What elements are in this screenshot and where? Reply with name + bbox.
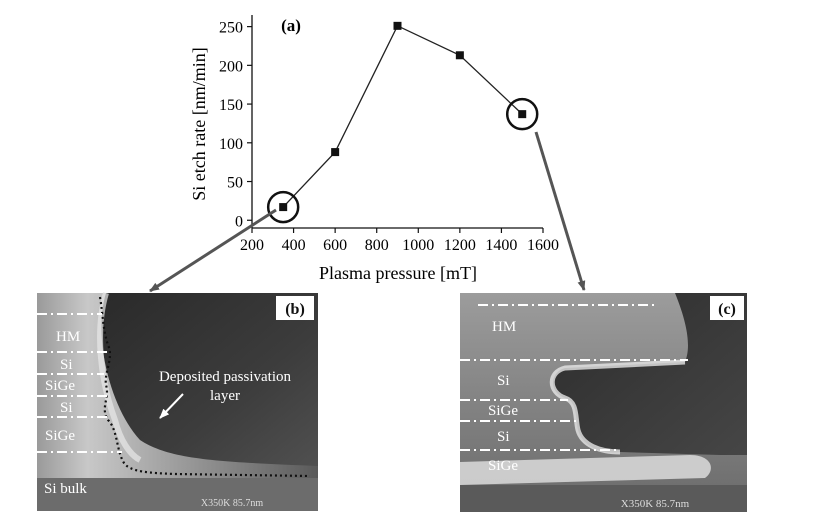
panel-c-layer-lines xyxy=(460,304,688,451)
panel-b-layer-hm: HM xyxy=(56,329,80,345)
y-tick-label: 150 xyxy=(219,97,243,114)
panel-b-layer-si-bulk: Si bulk xyxy=(44,481,87,497)
passivation-arrow xyxy=(159,393,184,419)
panel-c-layer-si-1: Si xyxy=(497,373,510,389)
panel-c-layer-si-2: Si xyxy=(497,429,510,445)
data-point xyxy=(393,21,402,30)
x-axis-label: Plasma pressure [mT] xyxy=(319,263,477,283)
data-point xyxy=(455,51,464,60)
panel-c-layer-sige-1: SiGe xyxy=(488,403,518,419)
y-tick-label: 0 xyxy=(235,213,243,230)
series-line xyxy=(282,24,523,208)
highlight-circle xyxy=(266,190,300,224)
passivation-outline xyxy=(98,296,311,478)
panel-b-layer-sige-2: SiGe xyxy=(45,428,75,444)
y-tick-label: 50 xyxy=(227,175,243,192)
y-axis-label: Si etch rate [nm/min] xyxy=(189,47,209,200)
x-tick-label: 200 xyxy=(240,237,264,254)
x-tick-label: 1400 xyxy=(485,237,517,254)
passivation-annotation-line-1: Deposited passivation xyxy=(159,369,292,385)
y-tick-label: 200 xyxy=(219,58,243,75)
panel-b-layer-si-1: Si xyxy=(60,357,73,373)
panel-b-scale-text: X350K 85.7nm xyxy=(201,498,263,509)
x-tick-label: 1000 xyxy=(402,237,434,254)
x-tick-label: 400 xyxy=(282,237,306,254)
panel-c-sem-image: HM Si SiGe Si SiGe (c) X350K 85.7nm xyxy=(460,293,747,512)
etch-rate-chart: 0 50 100 150 200 250 200 400 600 800 1000 1200 1400… xyxy=(189,15,559,283)
arrow-to-panel-b xyxy=(149,208,277,293)
panel-c-scale-text: X350K 85.7nm xyxy=(621,498,690,510)
y-tick-label: 100 xyxy=(219,136,243,153)
x-tick-label: 1600 xyxy=(527,237,559,254)
panel-b-layer-sige-1: SiGe xyxy=(45,378,75,394)
panel-b-layer-si-2: Si xyxy=(60,400,73,416)
panel-c-layer-sige-2: SiGe xyxy=(488,458,518,474)
panel-c-layer-hm: HM xyxy=(492,319,516,335)
data-point xyxy=(331,148,340,157)
y-tick-label: 250 xyxy=(219,20,243,37)
passivation-annotation-line-2: layer xyxy=(210,388,240,404)
x-tick-label: 600 xyxy=(323,237,347,254)
panel-a-label: (a) xyxy=(281,16,301,35)
x-tick-label: 800 xyxy=(365,237,389,254)
x-tick-label: 1200 xyxy=(444,237,476,254)
panel-b-sem-image: HM Si SiGe Si SiGe Si bulk Deposited pas… xyxy=(37,292,318,511)
arrow-to-panel-c xyxy=(534,131,586,291)
panel-b-label: (b) xyxy=(285,301,305,318)
data-point xyxy=(518,110,527,119)
panel-c-label: (c) xyxy=(718,301,736,318)
data-point xyxy=(279,203,288,212)
panel-b-layer-lines xyxy=(37,313,122,453)
highlight-circle xyxy=(505,97,539,131)
